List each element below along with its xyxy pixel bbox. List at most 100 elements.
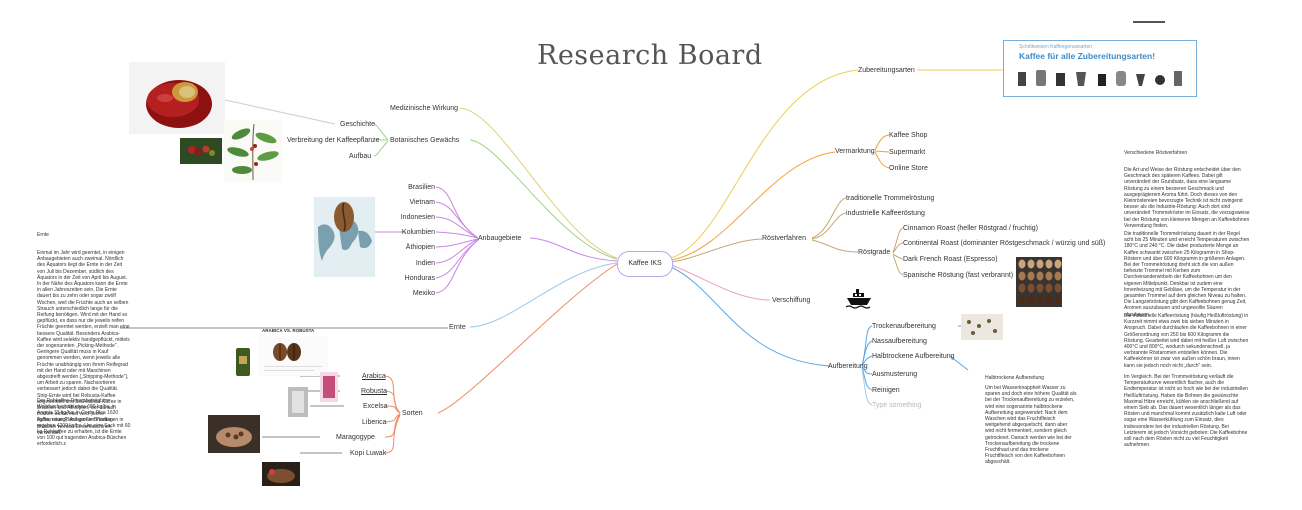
connector-sorten xyxy=(437,263,618,414)
connector-zubereitung xyxy=(670,69,859,259)
node-sorten[interactable]: Sorten xyxy=(402,410,423,417)
connector-medizin xyxy=(459,107,618,259)
node-roestverfahren[interactable]: Röstverfahren xyxy=(762,235,806,242)
roast-levels-photo xyxy=(1016,257,1062,307)
arabica-robusta-comparison xyxy=(258,336,328,376)
roast-bean xyxy=(1018,295,1026,305)
connector-botanisch xyxy=(469,139,618,260)
node-botanisches-gewaechs[interactable]: Botanisches Gewächs xyxy=(390,137,460,144)
connector-so-maragogype xyxy=(384,413,401,438)
note-industrielle: Die industrielle Kaffeeröstung (häufig H… xyxy=(1124,313,1249,369)
node-country-6[interactable]: Honduras xyxy=(404,275,435,282)
node-online-store[interactable]: Online Store xyxy=(889,165,928,172)
kopi-luwak-photo xyxy=(262,462,300,486)
roast-bean xyxy=(1045,283,1053,293)
node-nassaufbereitung[interactable]: Nassaufbereitung xyxy=(872,338,927,345)
node-trommelroestung[interactable]: traditionelle Trommelröstung xyxy=(846,195,935,202)
coffee-cherry-photo xyxy=(129,62,225,134)
connector-vm-shop xyxy=(874,134,890,151)
connector-an-kolu xyxy=(435,231,479,239)
note-halbtrocken-body: Um bei Wasserknappheit Wasser zu sparen … xyxy=(985,385,1077,466)
node-aufbereitung[interactable]: Aufbereitung xyxy=(828,363,868,370)
node-zubereitungsarten[interactable]: Zubereitungsarten xyxy=(858,67,915,74)
node-continental-roast[interactable]: Continental Roast (dominanter Röstgeschm… xyxy=(903,240,1106,247)
node-cinnamon-roast[interactable]: Cinnamon Roast (heller Röstgrad / frucht… xyxy=(903,225,1039,232)
roast-bean xyxy=(1045,271,1053,281)
node-ernte[interactable]: Ernte xyxy=(449,324,466,331)
ship-icon xyxy=(845,289,871,309)
maragogype-hands-photo xyxy=(208,415,260,453)
node-supermarkt[interactable]: Supermarkt xyxy=(889,149,926,156)
node-spanische-roestung[interactable]: Spanische Röstung (fast verbrannt) xyxy=(903,272,1014,279)
note-roest-intro: Die Art und Weise der Röstung entscheide… xyxy=(1124,167,1250,229)
node-industrielle-roestung[interactable]: industrielle Kaffeeröstung xyxy=(846,210,925,217)
connector-auf-nass xyxy=(861,340,873,367)
connector-roest-industrie xyxy=(811,212,847,240)
connector-an-viet xyxy=(435,201,479,239)
node-maragogype[interactable]: Maragogype xyxy=(336,434,375,441)
connector-an-indi xyxy=(435,238,479,264)
note-roest-title: Verschiedene Röstverfahren xyxy=(1124,150,1188,156)
note-ernte-body: Einmal im Jahr wird geerntet, in einigen… xyxy=(37,250,130,436)
node-type-something[interactable]: Type something xyxy=(872,402,922,409)
central-topic[interactable]: Kaffee IKS xyxy=(617,251,673,277)
note-ernte-ertrag: Der Rohkaffee-Ertrag beträgt im Weltdurc… xyxy=(37,398,131,448)
node-country-3[interactable]: Kolumbien xyxy=(401,229,435,236)
roast-bean xyxy=(1018,283,1026,293)
node-aufbau[interactable]: Aufbau xyxy=(349,153,372,160)
connector-an-bras xyxy=(435,186,479,239)
connector-halb-note xyxy=(949,355,969,371)
connector-vm-online xyxy=(874,151,890,169)
connector-grade-dark xyxy=(892,253,904,260)
connector-an-mexi xyxy=(435,239,479,294)
roast-bean xyxy=(1018,259,1026,269)
node-roestgrade[interactable]: Röstgrade xyxy=(858,249,891,256)
node-trockenaufbereitung[interactable]: Trockenaufbereitung xyxy=(872,323,936,330)
node-vermarktung[interactable]: Vermarktung xyxy=(835,148,875,155)
zubereitung-poster[interactable]: Schrittweisen Kaffeegenussarten Kaffee f… xyxy=(1003,40,1197,97)
node-kopi-luwak[interactable]: Kopi Luwak xyxy=(350,450,387,457)
node-robusta[interactable]: Robusta xyxy=(361,388,388,395)
node-country-2[interactable]: Indonesien xyxy=(400,214,435,221)
roast-bean xyxy=(1054,283,1062,293)
brewing-devices-image xyxy=(1018,70,1182,86)
connector-roest xyxy=(670,238,763,263)
connector-an-indo xyxy=(435,216,479,239)
node-medizinische-wirkung[interactable]: Medizinische Wirkung xyxy=(390,105,459,112)
node-country-0[interactable]: Brasilien xyxy=(408,184,435,191)
connector-grade-spanisch xyxy=(892,254,904,276)
node-country-4[interactable]: Äthiopien xyxy=(405,244,435,251)
node-country-7[interactable]: Mexiko xyxy=(412,290,435,297)
node-anbaugebiete[interactable]: Anbaugebiete xyxy=(478,235,522,242)
connector-auf-rein xyxy=(861,366,873,391)
coffee-branch-photo xyxy=(180,138,222,164)
node-halbtrockene-aufbereitung[interactable]: Halbtrockene Aufbereitung xyxy=(872,353,955,360)
node-country-5[interactable]: Indien xyxy=(415,260,435,267)
node-liberica[interactable]: Liberica xyxy=(362,419,387,426)
node-ausmusterung[interactable]: Ausmusterung xyxy=(872,371,918,378)
note-ernte-title: Ernte xyxy=(37,232,49,238)
node-country-1[interactable]: Vietnam xyxy=(409,199,435,206)
node-excelsa[interactable]: Excelsa xyxy=(363,403,388,410)
connector-grade-continental xyxy=(892,242,904,254)
connector-ernte xyxy=(469,262,618,328)
node-verbreitung[interactable]: Verbreitung der Kaffeepflanze xyxy=(287,137,380,144)
node-geschichte[interactable]: Geschichte xyxy=(340,121,376,128)
connector-bot-geschichte xyxy=(373,123,389,141)
roast-bean xyxy=(1054,295,1062,305)
connector-anbau xyxy=(529,237,618,262)
connector-roest-grade xyxy=(811,239,859,253)
node-verschiffung[interactable]: Verschiffung xyxy=(772,297,811,304)
note-vergleich: Im Vergleich. Bei der Trommelröstung ver… xyxy=(1124,374,1248,449)
robusta-pack-image xyxy=(320,372,338,402)
node-arabica[interactable]: Arabica xyxy=(362,373,386,380)
arabica-bag-image xyxy=(236,348,250,376)
note-halbtrocken-title: Halbtrockene Aufbereitung xyxy=(985,375,1044,381)
connector-auf-type xyxy=(861,367,873,406)
drag-handle[interactable] xyxy=(1133,21,1165,23)
node-kaffee-shop[interactable]: Kaffee Shop xyxy=(889,132,928,139)
node-dark-french-roast[interactable]: Dark French Roast (Espresso) xyxy=(903,256,998,263)
connector-so-robusta xyxy=(384,390,401,414)
node-reinigen[interactable]: Reinigen xyxy=(872,387,900,394)
